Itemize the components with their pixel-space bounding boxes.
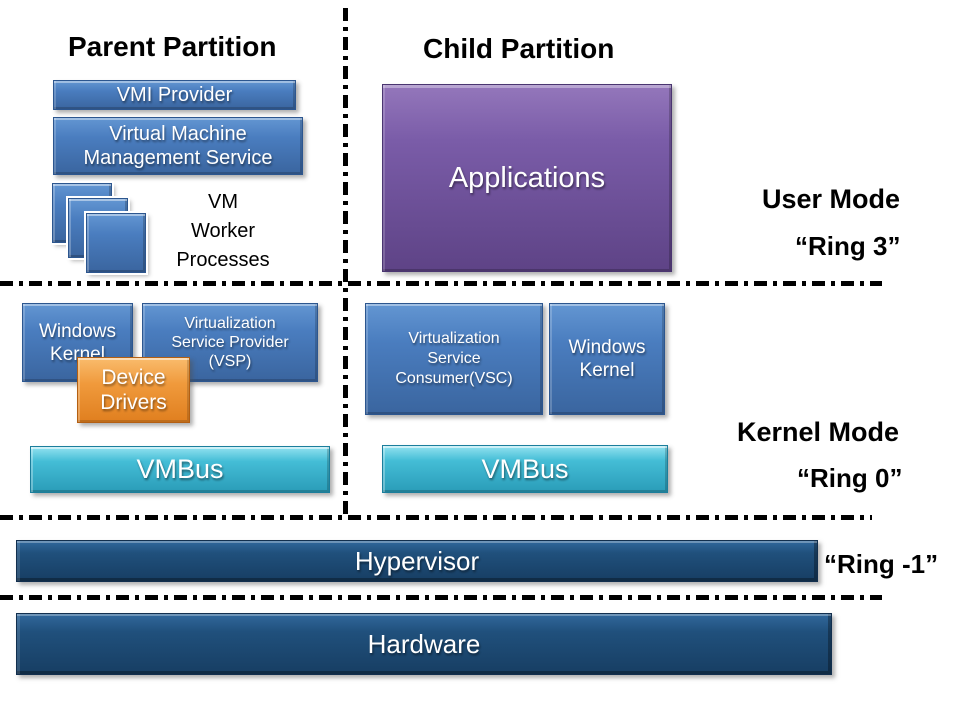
- vmbus-child-box: VMBus: [382, 445, 668, 493]
- kernel-hypervisor-divider: [0, 515, 872, 520]
- vmi-provider-box: VMI Provider: [53, 80, 296, 110]
- user-kernel-mode-divider: [0, 281, 882, 286]
- applications-box: Applications: [382, 84, 672, 272]
- child-partition-heading: Child Partition: [423, 33, 615, 64]
- windows-kernel-child-box: Windows Kernel: [549, 303, 665, 415]
- ring-3-label: “Ring 3”: [795, 231, 901, 261]
- hypervisor-bar: Hypervisor: [16, 540, 818, 582]
- device-drivers-box: Device Drivers: [77, 357, 190, 423]
- partition-divider-vertical: [343, 8, 348, 515]
- user-mode-label: User Mode: [762, 184, 901, 214]
- ring-0-label: “Ring 0”: [797, 463, 903, 493]
- vm-worker-square: [84, 211, 148, 275]
- vm-management-service-box: Virtual Machine Management Service: [53, 117, 303, 175]
- hypervisor-hardware-divider: [0, 595, 882, 600]
- kernel-mode-label: Kernel Mode: [737, 417, 900, 447]
- virtualization-service-consumer-box: Virtualization Service Consumer(VSC): [365, 303, 543, 415]
- vmbus-parent-box: VMBus: [30, 446, 330, 493]
- parent-partition-heading: Parent Partition: [68, 31, 277, 62]
- ring-minus-1-label: “Ring -1”: [824, 549, 939, 579]
- vm-worker-processes-label: VM Worker Processes: [176, 191, 270, 271]
- hardware-bar: Hardware: [16, 613, 832, 675]
